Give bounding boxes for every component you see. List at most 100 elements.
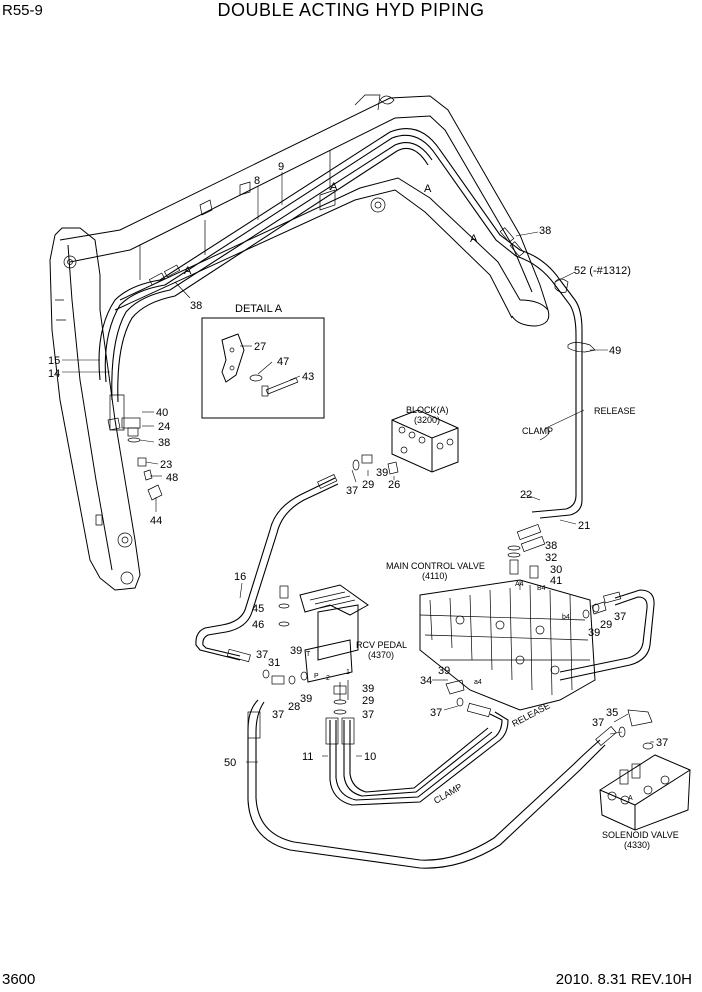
arm-fittings <box>121 417 163 501</box>
part-number: 38 <box>539 225 551 237</box>
part-number: 48 <box>166 472 178 484</box>
port-1: 1 <box>346 669 350 676</box>
port-b4-lower: b4 <box>562 614 570 621</box>
hose-50 <box>247 699 617 869</box>
part-number: 29 <box>362 695 374 707</box>
part-number: 34 <box>420 675 432 687</box>
part-number: 37 <box>656 737 668 749</box>
part-number: 45 <box>252 603 264 615</box>
mcv-number: (4110) <box>422 571 447 581</box>
misc-fittings <box>262 524 607 715</box>
port-2: 2 <box>326 675 330 682</box>
part-numbers: 8 9 38 38 27 47 43 15 14 40 24 38 23 48 … <box>48 161 668 769</box>
port-t: T <box>306 651 311 658</box>
rcv-number: (4370) <box>368 650 394 660</box>
release-label: RELEASE <box>594 406 636 416</box>
mcv-label: MAIN CONTROL VALVE <box>386 561 485 571</box>
part-number: 28 <box>288 701 300 713</box>
port-labels: A4 B4 a4 b4 T P 2 1 A <box>306 581 633 802</box>
part-number: 37 <box>614 611 626 623</box>
section-marks: A A A A <box>184 181 478 277</box>
port-p: P <box>314 673 319 680</box>
part-number: 44 <box>150 515 162 527</box>
detail-a-title: DETAIL A <box>235 303 283 315</box>
section-mark-a: A <box>184 265 192 277</box>
solenoid-number: (4330) <box>624 840 650 850</box>
part-number: 49 <box>609 345 621 357</box>
part-number: 39 <box>588 627 600 639</box>
part-number: 29 <box>362 479 374 491</box>
part-number: 43 <box>302 371 314 383</box>
rcv-pedal <box>278 584 369 700</box>
part-number: 22 <box>520 489 532 501</box>
block-a <box>352 409 459 475</box>
part-number: 23 <box>160 459 172 471</box>
part-number: 38 <box>190 300 202 312</box>
model-code: R55-9 <box>2 2 43 19</box>
part-number: 47 <box>277 356 289 368</box>
solenoid-label: SOLENOID VALVE <box>602 830 679 840</box>
part-number: 38 <box>545 540 557 552</box>
part-number: 40 <box>156 407 168 419</box>
boom <box>59 94 550 327</box>
part-number: 39 <box>300 693 312 705</box>
part-number: 11 <box>302 751 313 763</box>
part-number: 14 <box>48 368 60 380</box>
part-number: 35 <box>606 707 618 719</box>
part-number: 37 <box>346 485 358 497</box>
hose-mcv-right <box>559 589 655 681</box>
part-number: 46 <box>252 619 264 631</box>
clamp-label: CLAMP <box>432 782 464 806</box>
port-a: A <box>628 795 633 802</box>
hose-16 <box>195 474 339 663</box>
section-mark-a: A <box>470 233 478 245</box>
block-number: (3200) <box>414 415 440 425</box>
part-number: 39 <box>362 683 374 695</box>
part-number: 37 <box>256 649 268 661</box>
port-a4-lower: a4 <box>474 679 482 686</box>
part-number: 27 <box>254 341 266 353</box>
port-b4: B4 <box>537 585 546 592</box>
part-number: 39 <box>376 467 388 479</box>
part-number: 31 <box>268 657 280 669</box>
part-number: 38 <box>158 437 170 449</box>
part-number: 21 <box>578 520 590 532</box>
revision-date: 2010. 8.31 REV.10H <box>555 971 692 988</box>
section-mark-a: A <box>330 181 338 193</box>
part-number: 26 <box>388 479 400 491</box>
part-number: 37 <box>592 717 604 729</box>
part-number: 32 <box>545 552 557 564</box>
rcv-label: RCV PEDAL <box>356 640 407 650</box>
part-number: 9 <box>278 161 284 173</box>
hoses-10-11 <box>325 702 509 806</box>
component-labels: BLOCK(A) (3200) MAIN CONTROL VALVE (4110… <box>356 405 679 850</box>
part-number: 37 <box>362 709 374 721</box>
part-number: 30 <box>550 564 562 576</box>
clamp-label: CLAMP <box>522 426 553 436</box>
part-number: 16 <box>234 571 246 583</box>
annotations: CLAMP RELEASE RELEASE CLAMP 52 (-#1312) <box>432 265 636 806</box>
arm <box>49 227 141 591</box>
part-number: 15 <box>48 355 60 367</box>
leader-lines <box>62 172 654 763</box>
part-number: 41 <box>550 575 562 587</box>
part-number: 8 <box>254 175 260 187</box>
part-number: 37 <box>272 709 284 721</box>
section-mark-a: A <box>424 183 432 195</box>
part-number: 50 <box>224 757 236 769</box>
part-52-label: 52 (-#1312) <box>574 265 631 277</box>
diagram-title: DOUBLE ACTING HYD PIPING <box>217 0 485 20</box>
release-label: RELEASE <box>510 700 551 728</box>
part-number: 39 <box>290 645 302 657</box>
detail-a-box <box>201 317 325 419</box>
part-number: 24 <box>158 421 170 433</box>
part-number: 39 <box>438 665 450 677</box>
port-a4: A4 <box>515 581 524 588</box>
main-control-valve <box>419 545 596 711</box>
page-number: 3600 <box>2 971 36 988</box>
part-number: 37 <box>430 707 442 719</box>
part-number: 10 <box>364 751 376 763</box>
part-number: 29 <box>600 619 612 631</box>
block-label: BLOCK(A) <box>406 405 449 415</box>
